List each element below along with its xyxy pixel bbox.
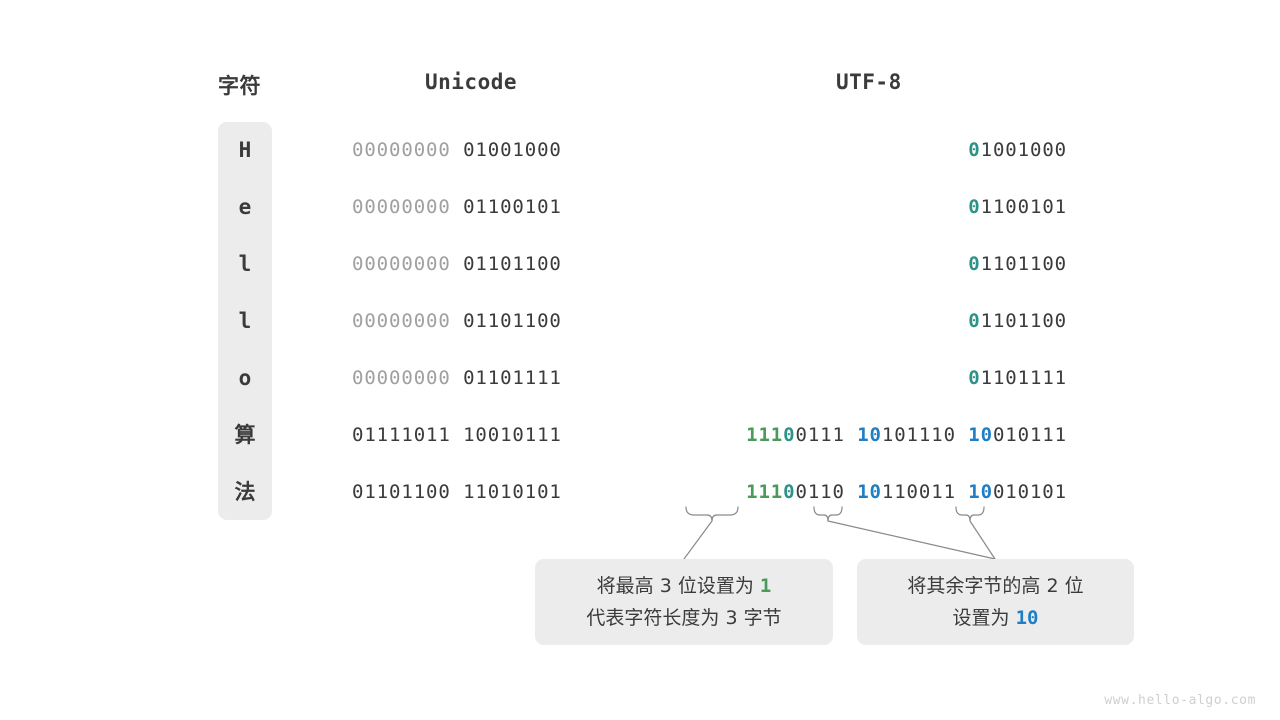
utf8-marker-bits: 10	[968, 481, 993, 503]
unicode-byte-gap	[451, 253, 463, 275]
utf8-payload-bits: 0111	[795, 424, 845, 446]
watermark: www.hello-algo.com	[1104, 693, 1256, 708]
unicode-high-byte: 00000000	[352, 367, 451, 389]
callout-right-line2-text: 设置为	[952, 607, 1016, 629]
unicode-low-byte: 01001000	[463, 139, 562, 161]
utf8-marker-bits: 10	[968, 424, 993, 446]
utf8-byte-gap	[956, 481, 968, 503]
utf8-cell: 01101111	[968, 363, 1067, 393]
unicode-byte-gap	[451, 481, 463, 503]
unicode-low-byte: 01101100	[463, 253, 562, 275]
character-column-panel	[218, 122, 272, 520]
utf8-payload-bits: 1101100	[980, 310, 1067, 332]
unicode-cell: 00000000 01101100	[352, 306, 562, 336]
unicode-low-byte: 01100101	[463, 196, 562, 218]
unicode-high-byte: 00000000	[352, 253, 451, 275]
unicode-cell: 00000000 01001000	[352, 135, 562, 165]
utf8-byte-gap	[845, 481, 857, 503]
utf8-marker-terminator-bit: 0	[783, 481, 796, 503]
unicode-byte-gap	[451, 424, 463, 446]
utf8-marker-bits: 111	[746, 481, 784, 503]
utf8-byte-gap	[956, 424, 968, 446]
utf8-payload-bits: 1100101	[980, 196, 1067, 218]
callout-right-line1: 将其余字节的高 2 位	[907, 575, 1084, 597]
utf8-payload-bits: 0110	[795, 481, 845, 503]
utf8-byte-gap	[845, 424, 857, 446]
utf8-marker-bits: 0	[968, 196, 981, 218]
utf8-cell: 01001000	[968, 135, 1067, 165]
callout-right-line2: 设置为 10	[953, 602, 1039, 634]
utf8-cell: 11100110 10110011 10010101	[746, 477, 1067, 507]
unicode-low-byte: 01101100	[463, 310, 562, 332]
unicode-low-byte: 10010111	[463, 424, 562, 446]
utf8-marker-terminator-bit: 0	[783, 424, 796, 446]
unicode-byte-gap	[451, 367, 463, 389]
column-header-char: 字符	[218, 74, 261, 98]
utf8-payload-bits: 010101	[992, 481, 1067, 503]
utf8-cell: 01101100	[968, 249, 1067, 279]
utf8-marker-bits: 0	[968, 139, 981, 161]
unicode-cell: 01111011 10010111	[352, 420, 562, 450]
utf8-marker-bits: 0	[968, 253, 981, 275]
unicode-cell: 00000000 01101100	[352, 249, 562, 279]
unicode-cell: 00000000 01101111	[352, 363, 562, 393]
unicode-high-byte: 00000000	[352, 196, 451, 218]
callout-left: 将最高 3 位设置为 1 代表字符长度为 3 字节	[535, 559, 833, 645]
utf8-cell: 01100101	[968, 192, 1067, 222]
callout-left-keyword: 1	[759, 575, 772, 597]
callout-left-line1-text: 将最高 3 位设置为	[596, 575, 760, 597]
unicode-high-byte: 01101100	[352, 481, 451, 503]
callout-left-line1: 将最高 3 位设置为 1	[597, 570, 772, 602]
unicode-cell: 01101100 11010101	[352, 477, 562, 507]
utf8-cell: 11100111 10101110 10010111	[746, 420, 1067, 450]
utf8-payload-bits: 1001000	[980, 139, 1067, 161]
utf8-marker-bits: 10	[857, 481, 882, 503]
utf8-marker-bits: 10	[857, 424, 882, 446]
char-cell: o	[238, 366, 252, 390]
unicode-high-byte: 01111011	[352, 424, 451, 446]
char-cell: H	[238, 138, 252, 162]
unicode-high-byte: 00000000	[352, 310, 451, 332]
utf8-payload-bits: 110011	[881, 481, 956, 503]
unicode-byte-gap	[451, 310, 463, 332]
unicode-cell: 00000000 01100101	[352, 192, 562, 222]
unicode-byte-gap	[451, 139, 463, 161]
utf8-marker-bits: 0	[968, 367, 981, 389]
char-cell: l	[238, 309, 252, 333]
char-cell: 法	[234, 480, 256, 504]
char-cell: e	[238, 195, 252, 219]
unicode-high-byte: 00000000	[352, 139, 451, 161]
utf8-marker-bits: 111	[746, 424, 784, 446]
callout-right: 将其余字节的高 2 位 设置为 10	[857, 559, 1134, 645]
char-cell: l	[238, 252, 252, 276]
callout-left-line2: 代表字符长度为 3 字节	[586, 607, 782, 629]
column-header-unicode: Unicode	[425, 70, 518, 94]
utf8-payload-bits: 1101111	[980, 367, 1067, 389]
column-header-utf8: UTF-8	[836, 70, 902, 94]
callout-right-keyword: 10	[1015, 607, 1039, 629]
unicode-low-byte: 11010101	[463, 481, 562, 503]
unicode-byte-gap	[451, 196, 463, 218]
utf8-payload-bits: 010111	[992, 424, 1067, 446]
utf8-cell: 01101100	[968, 306, 1067, 336]
utf8-payload-bits: 1101100	[980, 253, 1067, 275]
utf8-marker-bits: 0	[968, 310, 981, 332]
utf8-payload-bits: 101110	[881, 424, 956, 446]
char-cell: 算	[234, 423, 256, 447]
unicode-low-byte: 01101111	[463, 367, 562, 389]
